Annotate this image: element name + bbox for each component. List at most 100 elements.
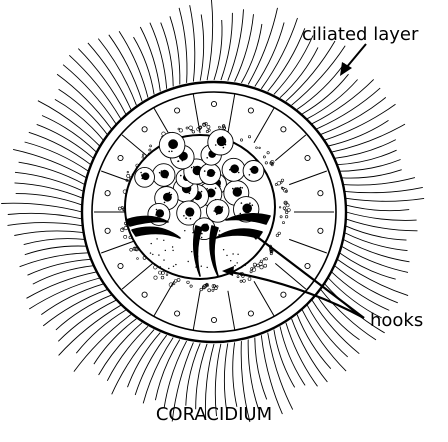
embryo-cell-nucleus: [155, 209, 165, 218]
cilium: [42, 289, 108, 327]
cilium: [291, 318, 328, 383]
cilium: [24, 245, 87, 256]
embryo-cell-nucleus: [141, 172, 150, 181]
cytoplasm-dot: [164, 176, 167, 179]
cytoplasm-dot: [213, 171, 216, 174]
granule: [263, 263, 268, 268]
cilium: [307, 79, 358, 120]
cilium: [302, 73, 349, 115]
cytoplasm-dot: [163, 198, 166, 200]
cilium: [247, 339, 259, 409]
granule: [198, 125, 203, 130]
cytoplasm-dot: [234, 187, 237, 189]
cilium: [62, 64, 117, 124]
cytoplasm-dot: [180, 174, 182, 177]
cilium: [306, 305, 348, 358]
cytoplasm-dot: [140, 171, 142, 174]
cilium: [23, 238, 85, 246]
cilium: [27, 258, 91, 276]
cilium: [41, 115, 97, 153]
granule: [284, 189, 288, 193]
granule: [178, 128, 183, 133]
cell-wall: [227, 93, 236, 134]
cilium: [134, 334, 168, 396]
cytoplasm-dot: [155, 208, 158, 211]
cilium: [296, 63, 345, 110]
granule: [202, 122, 207, 127]
granule: [279, 215, 283, 219]
cytoplasm-dot: [218, 209, 221, 211]
cilium: [185, 343, 201, 406]
stipple-dot: [184, 230, 186, 232]
granule: [286, 208, 291, 212]
cell-nucleus: [104, 227, 111, 234]
cytoplasm-dot: [201, 225, 203, 228]
cell-nucleus: [247, 107, 254, 114]
cell-nucleus: [247, 310, 254, 317]
stipple-dot: [150, 242, 152, 245]
cytoplasm-dot: [141, 177, 143, 180]
cilium: [98, 322, 143, 376]
hooks-arrows: [222, 231, 365, 319]
hook: [209, 225, 219, 277]
cilium: [279, 326, 306, 386]
stipple-dot: [171, 246, 174, 248]
cytoplasm-dot: [213, 210, 215, 212]
granule: [133, 246, 138, 251]
cytoplasm-dot: [191, 214, 194, 217]
granule: [172, 282, 176, 286]
cilium: [14, 230, 84, 236]
embryo-cell-nucleus: [168, 139, 179, 150]
granule: [259, 259, 264, 263]
granule: [279, 206, 282, 209]
embryo-cells: [134, 129, 265, 270]
cilium: [324, 103, 396, 141]
cilium: [28, 277, 100, 310]
cilium: [56, 73, 112, 130]
stipple-dot: [149, 252, 152, 254]
cell-nucleus: [210, 316, 218, 324]
cilium: [206, 0, 214, 81]
hook: [225, 212, 271, 225]
granule: [285, 203, 290, 208]
cilium: [97, 38, 137, 106]
cilium: [41, 283, 104, 315]
granule: [121, 206, 124, 209]
embryo-cell-nucleus: [185, 207, 195, 217]
cytoplasm-dot: [239, 212, 242, 215]
cytoplasm-dot: [232, 187, 234, 190]
granule: [255, 146, 258, 149]
granule: [199, 287, 203, 292]
cell-wall: [253, 107, 275, 143]
cilium: [267, 28, 306, 92]
granule: [174, 279, 178, 283]
cilium: [331, 123, 406, 153]
cilium: [32, 265, 94, 285]
embryo-cell-nucleus: [163, 192, 172, 202]
cytoplasm-dot: [240, 202, 243, 204]
cytoplasm-dot: [251, 204, 254, 206]
granule: [283, 200, 288, 205]
stipple-dot: [163, 259, 165, 261]
cytoplasm-dot: [160, 214, 162, 216]
granule: [141, 156, 145, 159]
granule: [240, 138, 244, 142]
granule: [236, 275, 240, 279]
cytoplasm-dot: [248, 174, 251, 176]
cytoplasm-dot: [193, 166, 195, 168]
granule: [242, 279, 246, 283]
granule: [168, 282, 174, 287]
cytoplasm-dot: [170, 193, 173, 196]
cytoplasm-dot: [212, 154, 215, 157]
cilium: [7, 222, 83, 227]
granule: [250, 267, 254, 271]
cytoplasm-dot: [214, 144, 217, 146]
cytoplasm-dot: [200, 190, 203, 193]
embryo-cell-nucleus: [242, 203, 252, 214]
cilium: [195, 343, 208, 410]
stipple-dot: [172, 249, 174, 252]
stipple-dot: [234, 264, 236, 267]
cytoplasm-dot: [206, 157, 208, 159]
cytoplasm-dot: [168, 150, 170, 153]
granule: [277, 231, 281, 235]
